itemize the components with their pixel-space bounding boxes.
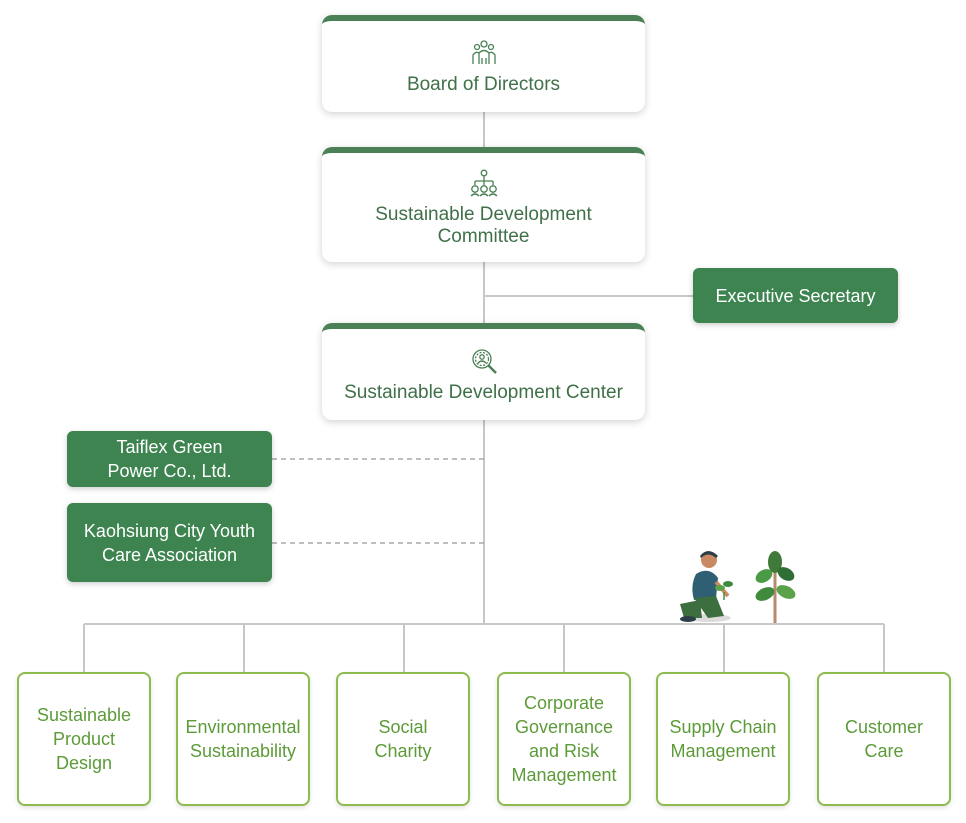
executive-secretary-label: Executive Secretary [715,285,876,306]
dept-social-charity: Social Charity [336,672,470,806]
dept-supply-chain-management: Supply Chain Management [656,672,790,806]
committee-title: Sustainable Development Committee [375,203,592,247]
dept-sustainable-product-design: Sustainable Product Design [17,672,151,806]
affiliate-taiflex-green-power: Taiflex Green Power Co., Ltd. [67,431,272,487]
tree-illustration [755,551,796,623]
dept-environmental-sustainability: Environmental Sustainability [176,672,310,806]
center-card: Sustainable Development Center [322,323,645,420]
people-group-icon [471,39,496,64]
committee-card: Sustainable Development Committee [322,147,645,262]
center-title: Sustainable Development Center [344,381,623,403]
dept-corporate-governance: Corporate Governance and Risk Management [497,672,631,806]
search-person-icon [471,348,497,374]
board-of-directors-card: Board of Directors [322,15,645,112]
board-title: Board of Directors [406,73,561,95]
dept-customer-care: Customer Care [817,672,951,806]
hierarchy-icon [470,169,497,196]
affiliate-kaohsiung-youth-care: Kaohsiung City Youth Care Association [67,503,272,582]
executive-secretary-box: Executive Secretary [693,268,898,323]
gardener-illustration [680,551,733,622]
